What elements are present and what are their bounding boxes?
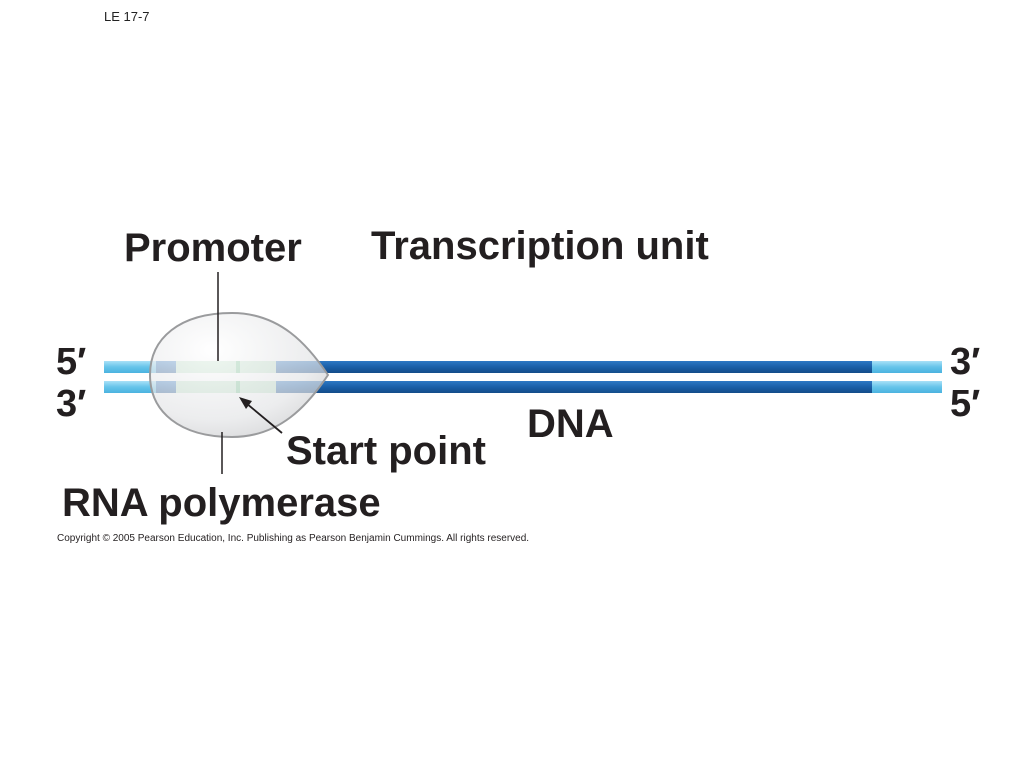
- start-point-label: Start point: [286, 429, 486, 473]
- dna-top-strand: [104, 361, 942, 373]
- dna-bottom-strand: [104, 381, 942, 393]
- rna-polymerase-shape: [148, 311, 330, 439]
- three-prime-top-right-label: 3′: [950, 341, 980, 383]
- rna-polymerase-label: RNA polymerase: [62, 481, 381, 525]
- transcription-unit-label: Transcription unit: [371, 224, 709, 268]
- copyright-notice: Copyright © 2005 Pearson Education, Inc.…: [57, 533, 529, 544]
- five-prime-bottom-right-label: 5′: [950, 383, 980, 425]
- five-prime-top-left-label: 5′: [56, 341, 86, 383]
- promoter-label: Promoter: [124, 226, 302, 270]
- dna-label: DNA: [527, 402, 614, 446]
- three-prime-bottom-left-label: 3′: [56, 383, 86, 425]
- slide-id: LE 17-7: [104, 9, 150, 24]
- start-point-arrow: [239, 397, 283, 434]
